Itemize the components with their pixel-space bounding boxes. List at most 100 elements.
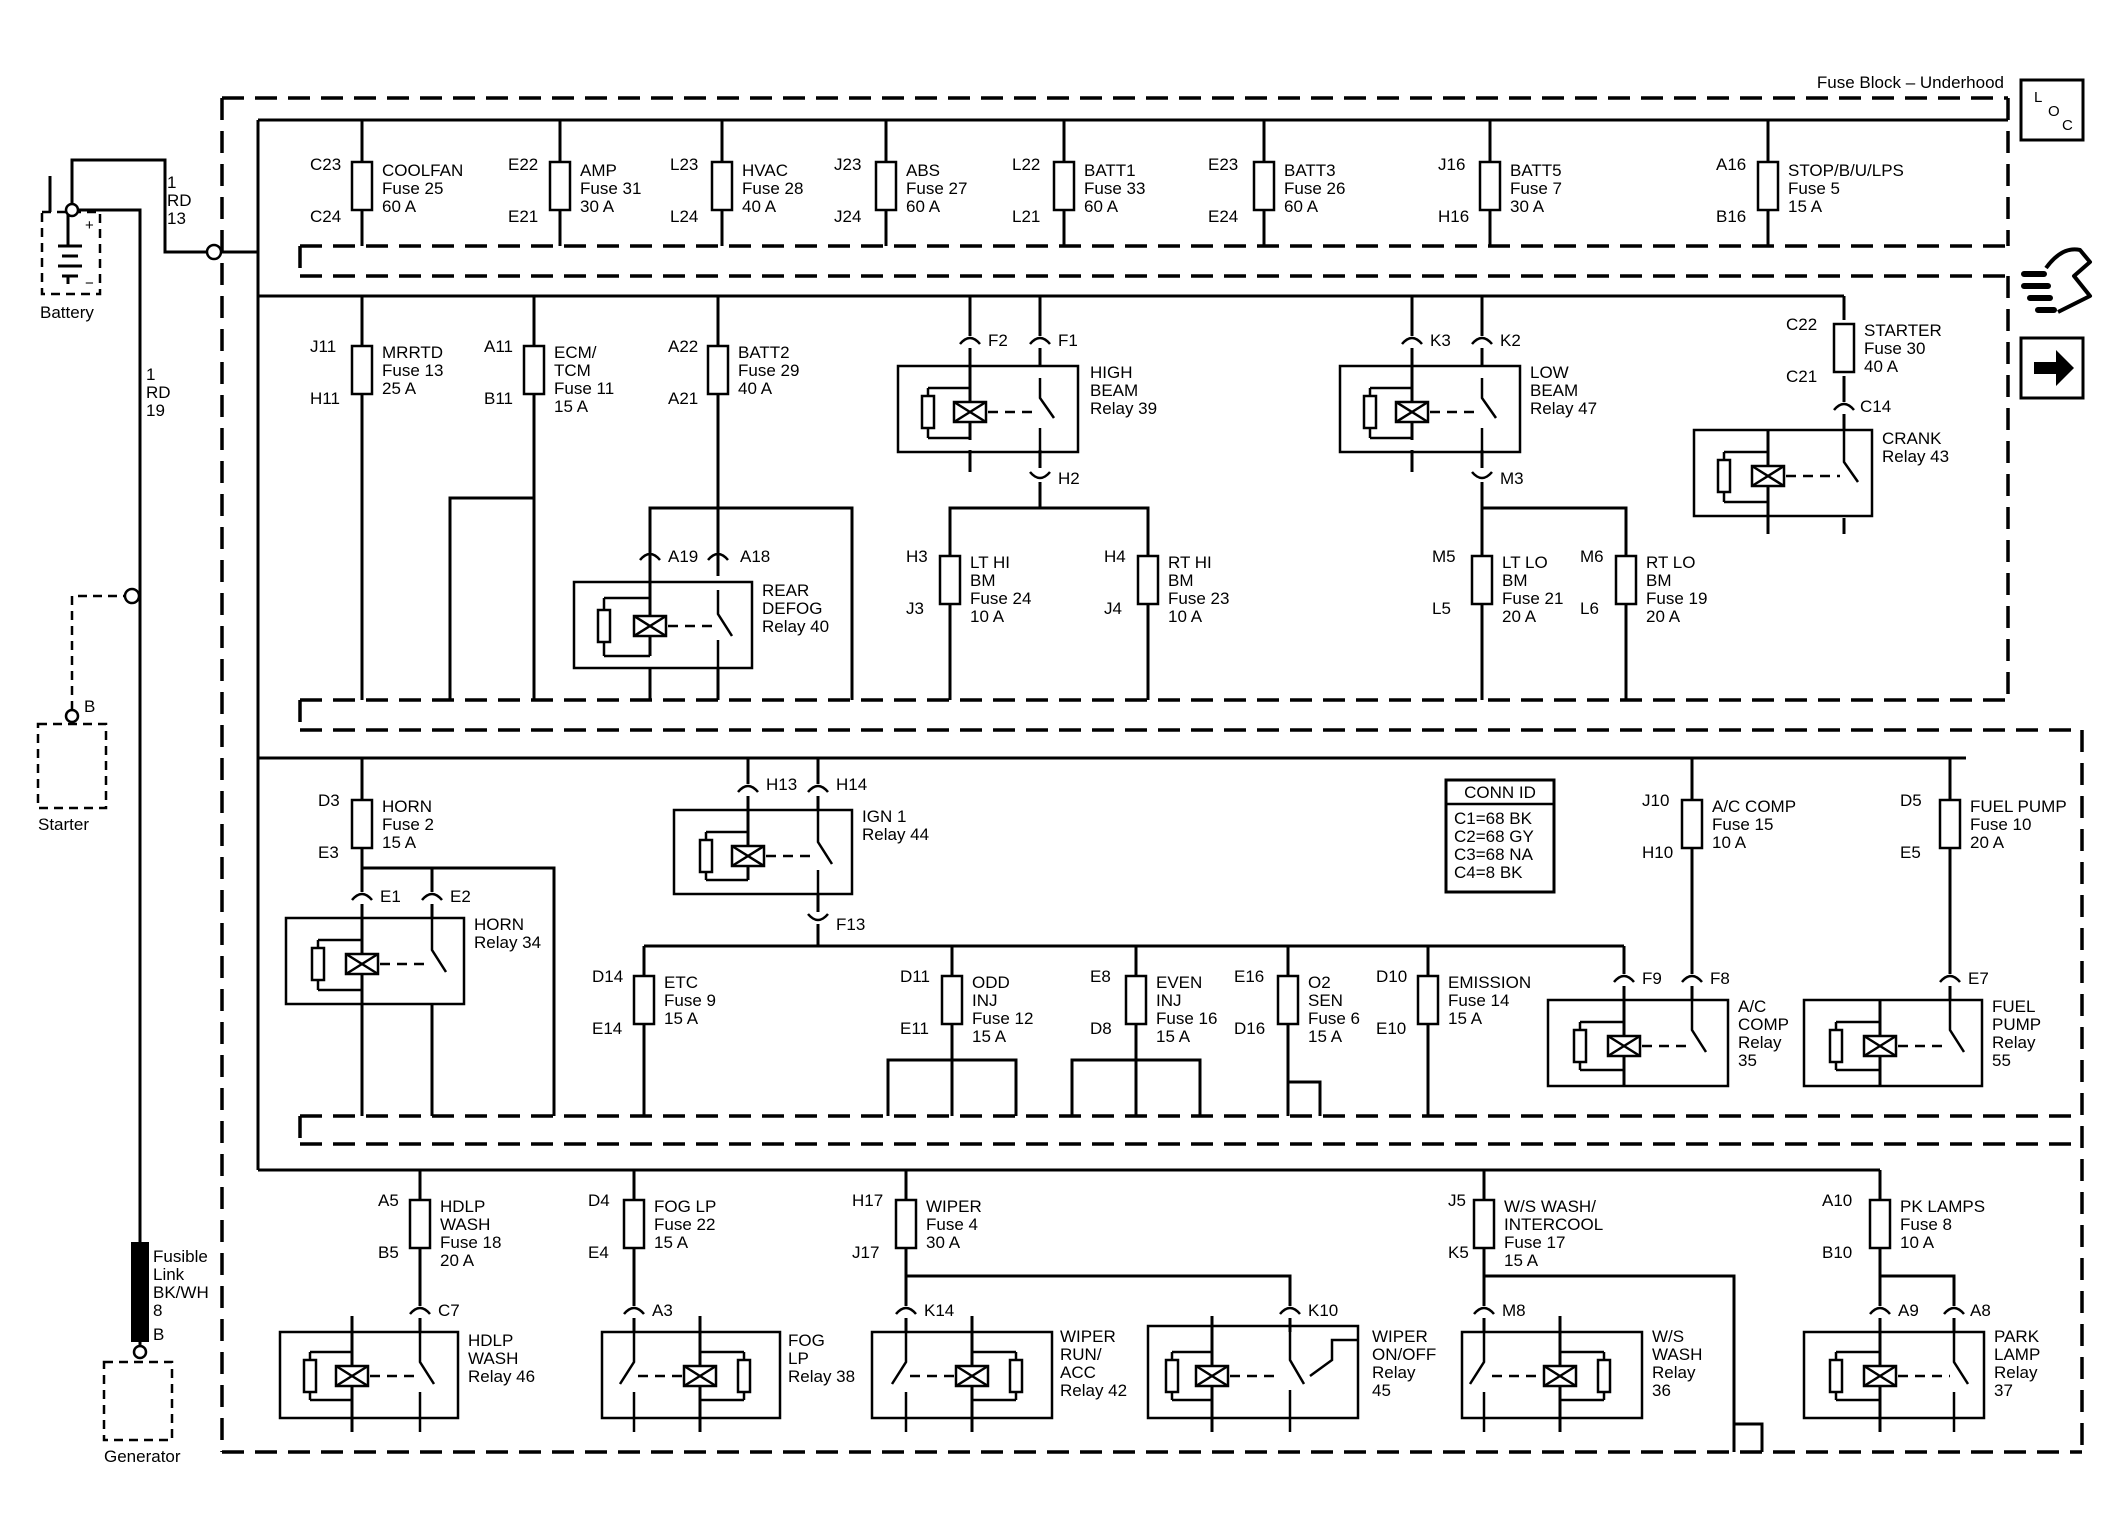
fuse-stop: A16 B16 STOP/B/U/LPS Fuse 5 15 A — [1716, 155, 1904, 226]
svg-text:15 A: 15 A — [664, 1009, 699, 1028]
svg-text:E23: E23 — [1208, 155, 1238, 174]
relay-high-beam: F2 F1 H2 HIGH BEAM Relay 39 — [896, 331, 1157, 488]
hand-pointer-icon[interactable] — [2021, 247, 2092, 314]
svg-text:FUEL PUMP: FUEL PUMP — [1970, 797, 2067, 816]
loc-icon[interactable]: L O C — [2019, 78, 2085, 142]
fusible-link-label-2: Link — [153, 1265, 185, 1284]
svg-text:J5: J5 — [1448, 1191, 1466, 1210]
svg-text:E21: E21 — [508, 207, 538, 226]
starter — [36, 587, 141, 810]
svg-text:Relay 47: Relay 47 — [1530, 399, 1597, 418]
svg-text:C14: C14 — [1860, 397, 1891, 416]
svg-text:Relay 42: Relay 42 — [1060, 1381, 1127, 1400]
svg-text:10 A: 10 A — [1712, 833, 1747, 852]
generator — [102, 1360, 174, 1442]
svg-text:K3: K3 — [1430, 331, 1451, 350]
fuse-batt1: L22 L21 BATT1 Fuse 33 60 A — [1012, 155, 1145, 226]
svg-text:J16: J16 — [1438, 155, 1465, 174]
svg-text:15 A: 15 A — [1448, 1009, 1483, 1028]
arrow-right-icon[interactable] — [2019, 336, 2085, 400]
svg-text:RT HI: RT HI — [1168, 553, 1212, 572]
svg-text:D16: D16 — [1234, 1019, 1265, 1038]
fuse-starter: C22 C21 STARTER Fuse 30 40 A — [1786, 315, 1942, 386]
svg-text:C4=8 BK: C4=8 BK — [1454, 863, 1523, 882]
svg-text:FOG: FOG — [788, 1331, 825, 1350]
svg-text:DEFOG: DEFOG — [762, 599, 822, 618]
svg-text:Fuse 5: Fuse 5 — [1788, 179, 1840, 198]
svg-text:L21: L21 — [1012, 207, 1040, 226]
row4-wiring — [418, 1170, 1956, 1452]
fuse-pk-lamps: A10 B10 PK LAMPS Fuse 8 10 A — [1822, 1191, 1985, 1262]
svg-text:Fuse 18: Fuse 18 — [440, 1233, 501, 1252]
svg-text:15 A: 15 A — [1788, 197, 1823, 216]
svg-text:L23: L23 — [670, 155, 698, 174]
svg-text:40 A: 40 A — [1864, 357, 1899, 376]
conn-id-table: CONN ID C1=68 BK C2=68 GY C3=68 NA C4=8 … — [1444, 778, 1556, 894]
fuse-rt-lo-bm: M6 L6 RT LO BM Fuse 19 20 A — [1580, 547, 1707, 626]
relay-crank: C14 CRANK Relay 43 — [1692, 397, 1949, 518]
svg-text:C1=68 BK: C1=68 BK — [1454, 809, 1533, 828]
svg-text:J24: J24 — [834, 207, 861, 226]
fuse-ws-wash: J5 K5 W/S WASH/ INTERCOOL Fuse 17 15 A — [1448, 1191, 1603, 1270]
svg-text:30 A: 30 A — [580, 197, 615, 216]
svg-text:55: 55 — [1992, 1051, 2011, 1070]
svg-text:Relay: Relay — [1652, 1363, 1696, 1382]
svg-text:E24: E24 — [1208, 207, 1238, 226]
fuse-fog-lp: D4 E4 FOG LP Fuse 22 15 A — [588, 1191, 716, 1262]
fusible-link-label-4: 8 — [153, 1301, 162, 1320]
svg-text:Relay 44: Relay 44 — [862, 825, 929, 844]
fuse-fuel-pump: D5 E5 FUEL PUMP Fuse 10 20 A — [1900, 791, 2067, 862]
svg-text:BATT2: BATT2 — [738, 343, 790, 362]
bus-wiring — [256, 118, 2008, 1172]
svg-text:HORN: HORN — [382, 797, 432, 816]
svg-text:Fuse 9: Fuse 9 — [664, 991, 716, 1010]
svg-text:15 A: 15 A — [382, 833, 417, 852]
svg-text:A/C: A/C — [1738, 997, 1766, 1016]
svg-text:Fuse 19: Fuse 19 — [1646, 589, 1707, 608]
svg-text:CONN ID: CONN ID — [1464, 783, 1536, 802]
svg-text:BM: BM — [1646, 571, 1672, 590]
svg-text:C22: C22 — [1786, 315, 1817, 334]
svg-text:Fuse 4: Fuse 4 — [926, 1215, 978, 1234]
svg-text:30 A: 30 A — [1510, 197, 1545, 216]
fuse-hvac: L23 L24 HVAC Fuse 28 40 A — [670, 155, 803, 226]
svg-text:L24: L24 — [670, 207, 698, 226]
svg-text:IGN 1: IGN 1 — [862, 807, 906, 826]
svg-text:C23: C23 — [310, 155, 341, 174]
fuse-batt3: E23 E24 BATT3 Fuse 26 60 A — [1208, 155, 1345, 226]
svg-text:Fuse 13: Fuse 13 — [382, 361, 443, 380]
svg-text:Fuse 23: Fuse 23 — [1168, 589, 1229, 608]
svg-text:Fuse 11: Fuse 11 — [554, 379, 614, 398]
svg-text:BATT3: BATT3 — [1284, 161, 1336, 180]
svg-text:40 A: 40 A — [742, 197, 777, 216]
svg-text:E5: E5 — [1900, 843, 1921, 862]
svg-text:A10: A10 — [1822, 1191, 1852, 1210]
svg-text:H11: H11 — [310, 389, 340, 408]
svg-text:25 A: 25 A — [382, 379, 417, 398]
svg-text:ECM/: ECM/ — [554, 343, 597, 362]
svg-text:A/C COMP: A/C COMP — [1712, 797, 1796, 816]
svg-text:Fuse 2: Fuse 2 — [382, 815, 434, 834]
svg-text:L22: L22 — [1012, 155, 1040, 174]
svg-text:B16: B16 — [1716, 207, 1746, 226]
svg-text:E10: E10 — [1376, 1019, 1406, 1038]
svg-text:Fuse 12: Fuse 12 — [972, 1009, 1033, 1028]
svg-text:ACC: ACC — [1060, 1363, 1096, 1382]
svg-text:Relay 38: Relay 38 — [788, 1367, 855, 1386]
svg-text:O2: O2 — [1308, 973, 1331, 992]
svg-text:C3=68 NA: C3=68 NA — [1454, 845, 1534, 864]
svg-text:SEN: SEN — [1308, 991, 1343, 1010]
svg-text:A3: A3 — [652, 1301, 673, 1320]
relay-ac-comp: F9 F8 A/C COMP Relay 35 — [1546, 969, 1789, 1088]
fuse-odd-inj: D11 E11 ODD INJ Fuse 12 15 A — [900, 967, 1033, 1046]
svg-text:Fuse 25: Fuse 25 — [382, 179, 443, 198]
svg-text:Relay 40: Relay 40 — [762, 617, 829, 636]
svg-text:RUN/: RUN/ — [1060, 1345, 1102, 1364]
svg-text:C2=68 GY: C2=68 GY — [1454, 827, 1534, 846]
svg-text:D5: D5 — [1900, 791, 1922, 810]
fuse-coolfan: C23 C24 COOLFAN Fuse 25 60 A — [310, 155, 463, 226]
generator-label: Generator — [104, 1447, 181, 1466]
svg-text:40 A: 40 A — [738, 379, 773, 398]
svg-text:WASH: WASH — [468, 1349, 518, 1368]
svg-text:LP: LP — [788, 1349, 809, 1368]
